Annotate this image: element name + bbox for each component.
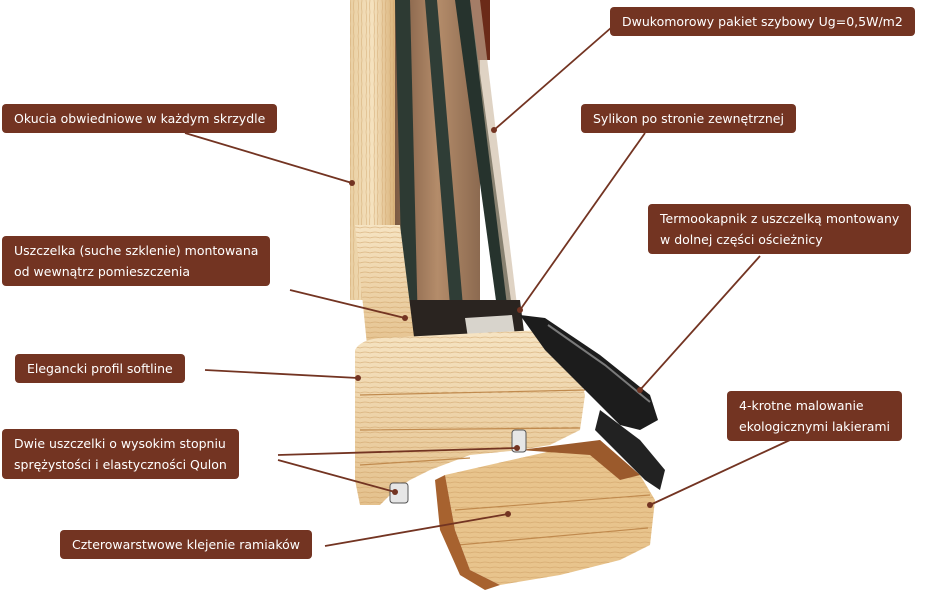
label-painting-line2: ekologicznymi lakierami: [739, 419, 891, 434]
leader-glazing: [493, 26, 613, 131]
label-glazing-unit: Dwukomorowy pakiet szybowy Ug=0,5W/m2: [610, 7, 915, 36]
frame-grain: [445, 440, 655, 585]
dot-qulon-1: [514, 445, 520, 451]
qulon-seal-lower: [389, 482, 409, 504]
label-fittings-text: Okucia obwiedniowe w każdym skrzydle: [14, 111, 266, 126]
label-lamination: Czterowarstwowe klejenie ramiaków: [60, 530, 312, 559]
leader-fittings: [184, 132, 353, 184]
frame-top-painted: [520, 440, 640, 480]
leader-lines: [184, 26, 791, 547]
label-silicone: Sylikon po stronie zewnętrznej: [581, 104, 796, 133]
label-painting: 4-krotne malowanie ekologicznymi lakiera…: [727, 391, 903, 441]
label-qulon-line2: sprężystości i elastyczności Qulon: [14, 457, 227, 472]
leader-thermal: [639, 255, 761, 391]
frame-painted-side: [435, 475, 500, 590]
label-softline-text: Elegancki profil softline: [27, 361, 173, 376]
label-qulon-seals: Dwie uszczelki o wysokim stopniu sprężys…: [2, 429, 239, 479]
glass-pane-highlight: [470, 0, 520, 330]
leader-lamination: [324, 513, 509, 547]
dot-softline: [355, 375, 361, 381]
dot-lamination: [505, 511, 511, 517]
sash-lamination-lines: [359, 389, 586, 466]
dot-qulon-2: [392, 489, 398, 495]
leader-qulon-1: [277, 447, 518, 456]
dot-thermal: [637, 387, 643, 393]
label-qulon-line1: Dwie uszczelki o wysokim stopniu: [14, 436, 226, 451]
label-softline-profile: Elegancki profil softline: [15, 354, 185, 383]
drip-cap-lower: [595, 410, 665, 490]
dot-painting: [647, 502, 653, 508]
label-thermal-line1: Termookapnik z uszczelką montowany: [660, 211, 900, 226]
glass-pane-middle: [425, 0, 465, 330]
label-silicone-text: Sylikon po stronie zewnętrznej: [593, 111, 784, 126]
leader-dots: [349, 127, 653, 517]
frame-lamination-lines: [454, 494, 651, 546]
leader-painting: [649, 439, 791, 506]
label-thermal-line2: w dolnej części ościeżnicy: [660, 232, 823, 247]
leader-qulon-2: [277, 459, 396, 493]
label-dry-glazing-seal: Uszczelka (suche szklenie) montowana od …: [2, 236, 271, 286]
dot-silicone: [517, 307, 523, 313]
dot-fittings: [349, 180, 355, 186]
dot-dry-seal: [402, 315, 408, 321]
drip-cap: [520, 315, 658, 430]
drip-cap-highlight: [547, 324, 651, 403]
label-painting-line1: 4-krotne malowanie: [739, 398, 864, 413]
glazing-bead-grain: [355, 225, 415, 355]
label-dry-seal-line1: Uszczelka (suche szklenie) montowana: [14, 243, 259, 258]
glass-pane-inner: [395, 0, 418, 330]
leader-dry-seal: [289, 289, 406, 319]
leader-softline: [204, 369, 359, 379]
leader-silicone: [519, 132, 646, 311]
label-lamination-text: Czterowarstwowe klejenie ramiaków: [72, 537, 300, 552]
label-dry-seal-line2: od wewnątrz pomieszczenia: [14, 264, 191, 279]
label-glazing-text: Dwukomorowy pakiet szybowy Ug=0,5W/m2: [622, 14, 903, 29]
label-thermal-drip-cap: Termookapnik z uszczelką montowany w dol…: [648, 204, 912, 254]
dot-glazing: [491, 127, 497, 133]
label-fittings: Okucia obwiedniowe w każdym skrzydle: [2, 104, 278, 133]
